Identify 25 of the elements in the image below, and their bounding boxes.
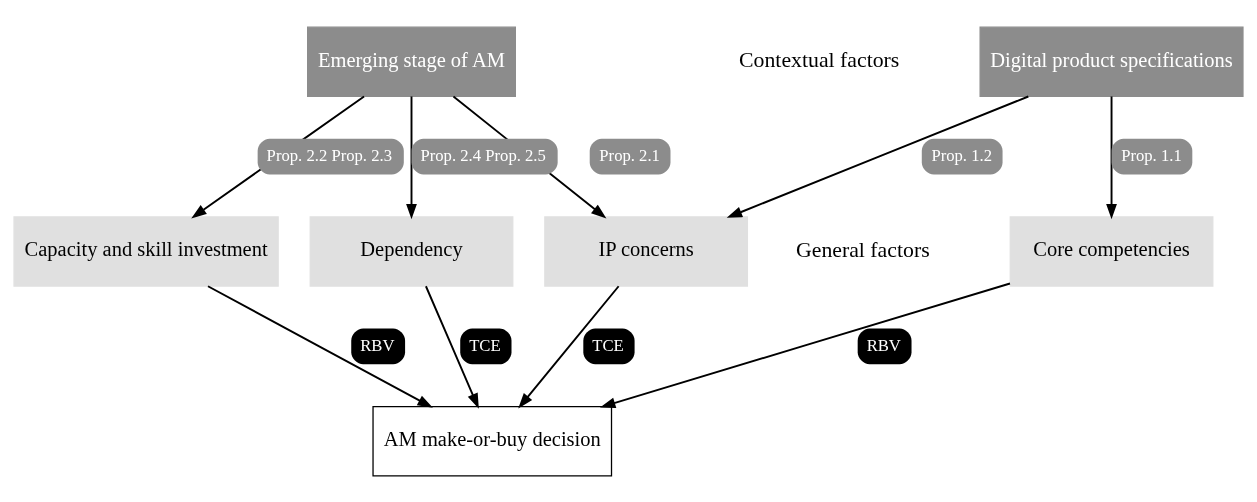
- node-box: Dependency: [309, 215, 514, 287]
- edge-label: TCE: [469, 335, 501, 355]
- node-box: Digital product specifications: [979, 26, 1244, 97]
- arrow: [518, 284, 620, 408]
- node-box: Emerging stage of AM: [307, 26, 516, 97]
- edge-label: Prop. 1.1: [1121, 145, 1182, 165]
- arrow: [207, 284, 433, 408]
- arrow: [726, 95, 1030, 218]
- edge-label: Prop. 2.2 Prop. 2.3: [266, 145, 393, 165]
- edge-label: TCE: [592, 335, 624, 355]
- arrow: [406, 95, 417, 219]
- label: General factors: [795, 237, 930, 262]
- edge-label: RBV: [360, 335, 395, 355]
- arrow: [1106, 95, 1117, 219]
- arrow: [425, 284, 479, 409]
- edge-label: Prop. 1.2: [931, 145, 993, 165]
- edge-label: Prop. 2.4 Prop. 2.5: [420, 145, 546, 165]
- edge-label: Prop. 2.1: [599, 145, 660, 165]
- node-box: IP concerns: [544, 215, 749, 287]
- arrow: [600, 282, 1011, 408]
- node-box: AM make-or-buy decision: [372, 405, 613, 476]
- node-box: Capacity and skill investment: [13, 215, 279, 287]
- node-box: Core competencies: [1009, 215, 1214, 287]
- edge-label: RBV: [866, 335, 901, 355]
- label: Contextual factors: [739, 47, 900, 72]
